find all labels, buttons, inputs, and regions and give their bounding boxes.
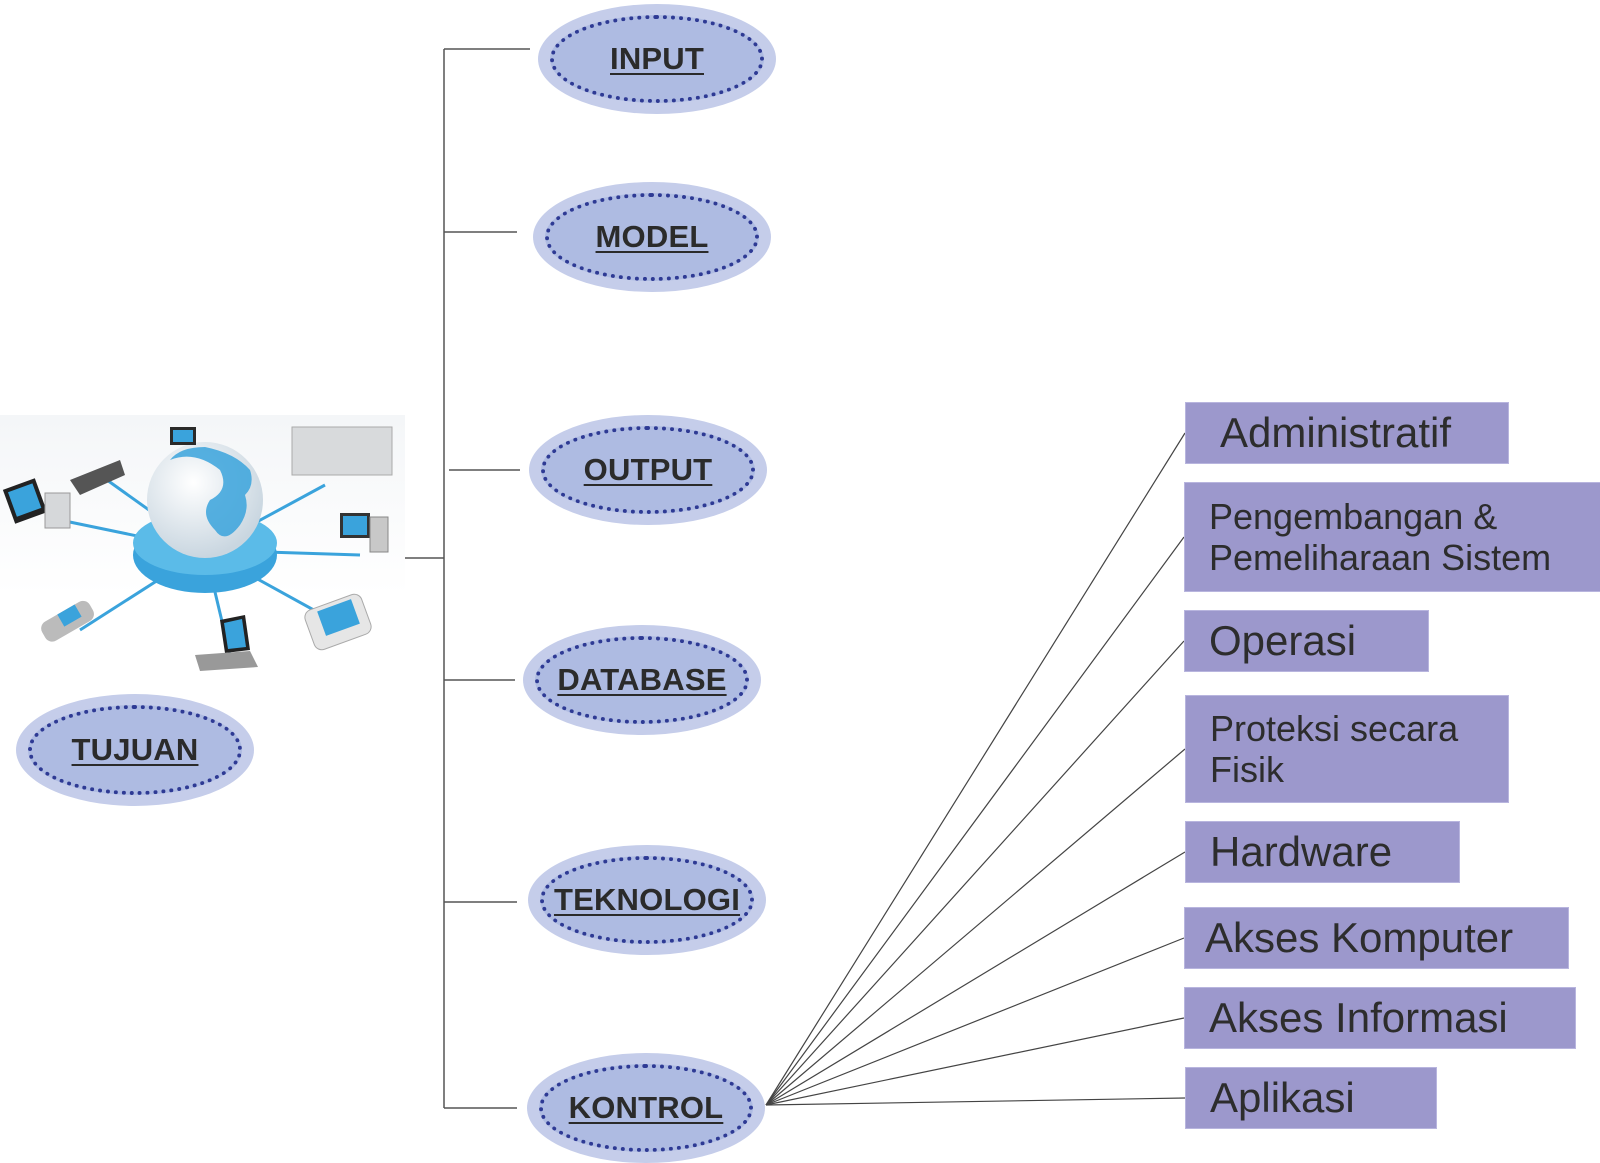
item-label: Administratif xyxy=(1220,408,1452,456)
item-label: Akses Komputer xyxy=(1205,913,1514,961)
node-label: INPUT xyxy=(610,41,704,76)
item-label: Operasi xyxy=(1209,616,1357,664)
kontrol-fan-lines xyxy=(765,432,1186,1106)
item-label-line-1: Pengembangan & xyxy=(1209,495,1498,537)
fan-line-4 xyxy=(765,748,1186,1106)
node-tujuan[interactable]: TUJUAN xyxy=(16,694,254,806)
kontrol-item-operasi[interactable]: Operasi xyxy=(1184,610,1429,672)
network-illustration xyxy=(0,415,405,715)
node-input[interactable]: INPUT xyxy=(538,4,776,114)
fan-line-3 xyxy=(765,640,1185,1106)
item-label: Hardware xyxy=(1210,827,1393,875)
kontrol-item-akses-komputer[interactable]: Akses Komputer xyxy=(1184,907,1569,969)
fan-line-1 xyxy=(765,432,1186,1106)
server-rack-icon xyxy=(291,426,393,476)
node-database[interactable]: DATABASE xyxy=(523,625,761,735)
node-label: TUJUAN xyxy=(71,732,199,767)
network-globe-icon xyxy=(2,426,393,671)
fan-line-6 xyxy=(765,937,1185,1106)
item-label-line-2: Fisik xyxy=(1210,749,1284,790)
fan-line-8 xyxy=(765,1097,1186,1106)
node-kontrol[interactable]: KONTROL xyxy=(527,1053,765,1163)
kontrol-item-hardware[interactable]: Hardware xyxy=(1185,821,1460,883)
node-label: MODEL xyxy=(595,219,709,254)
item-label: Akses Informasi xyxy=(1209,993,1508,1041)
kontrol-item-aplikasi[interactable]: Aplikasi xyxy=(1185,1067,1437,1129)
node-model[interactable]: MODEL xyxy=(533,182,771,292)
kontrol-item-administratif[interactable]: Administratif xyxy=(1185,402,1509,464)
node-label: DATABASE xyxy=(557,662,727,697)
item-label: Aplikasi xyxy=(1210,1073,1355,1121)
item-label-line-2: Pemeliharaan Sistem xyxy=(1209,537,1552,578)
node-label: TEKNOLOGI xyxy=(553,882,741,917)
fan-line-5 xyxy=(765,851,1186,1106)
node-label: OUTPUT xyxy=(583,452,713,487)
item-label-line-1: Proteksi secara xyxy=(1210,707,1459,749)
node-output[interactable]: OUTPUT xyxy=(529,415,767,525)
kontrol-item-proteksi-fisik[interactable]: Proteksi secara Fisik xyxy=(1185,695,1509,803)
kontrol-item-akses-informasi[interactable]: Akses Informasi xyxy=(1184,987,1576,1049)
kontrol-item-pengembangan[interactable]: Pengembangan & Pemeliharaan Sistem xyxy=(1184,482,1600,592)
node-teknologi[interactable]: TEKNOLOGI xyxy=(528,845,766,955)
fan-line-7 xyxy=(765,1017,1185,1106)
fan-line-2 xyxy=(765,536,1185,1106)
node-label: KONTROL xyxy=(568,1090,724,1125)
